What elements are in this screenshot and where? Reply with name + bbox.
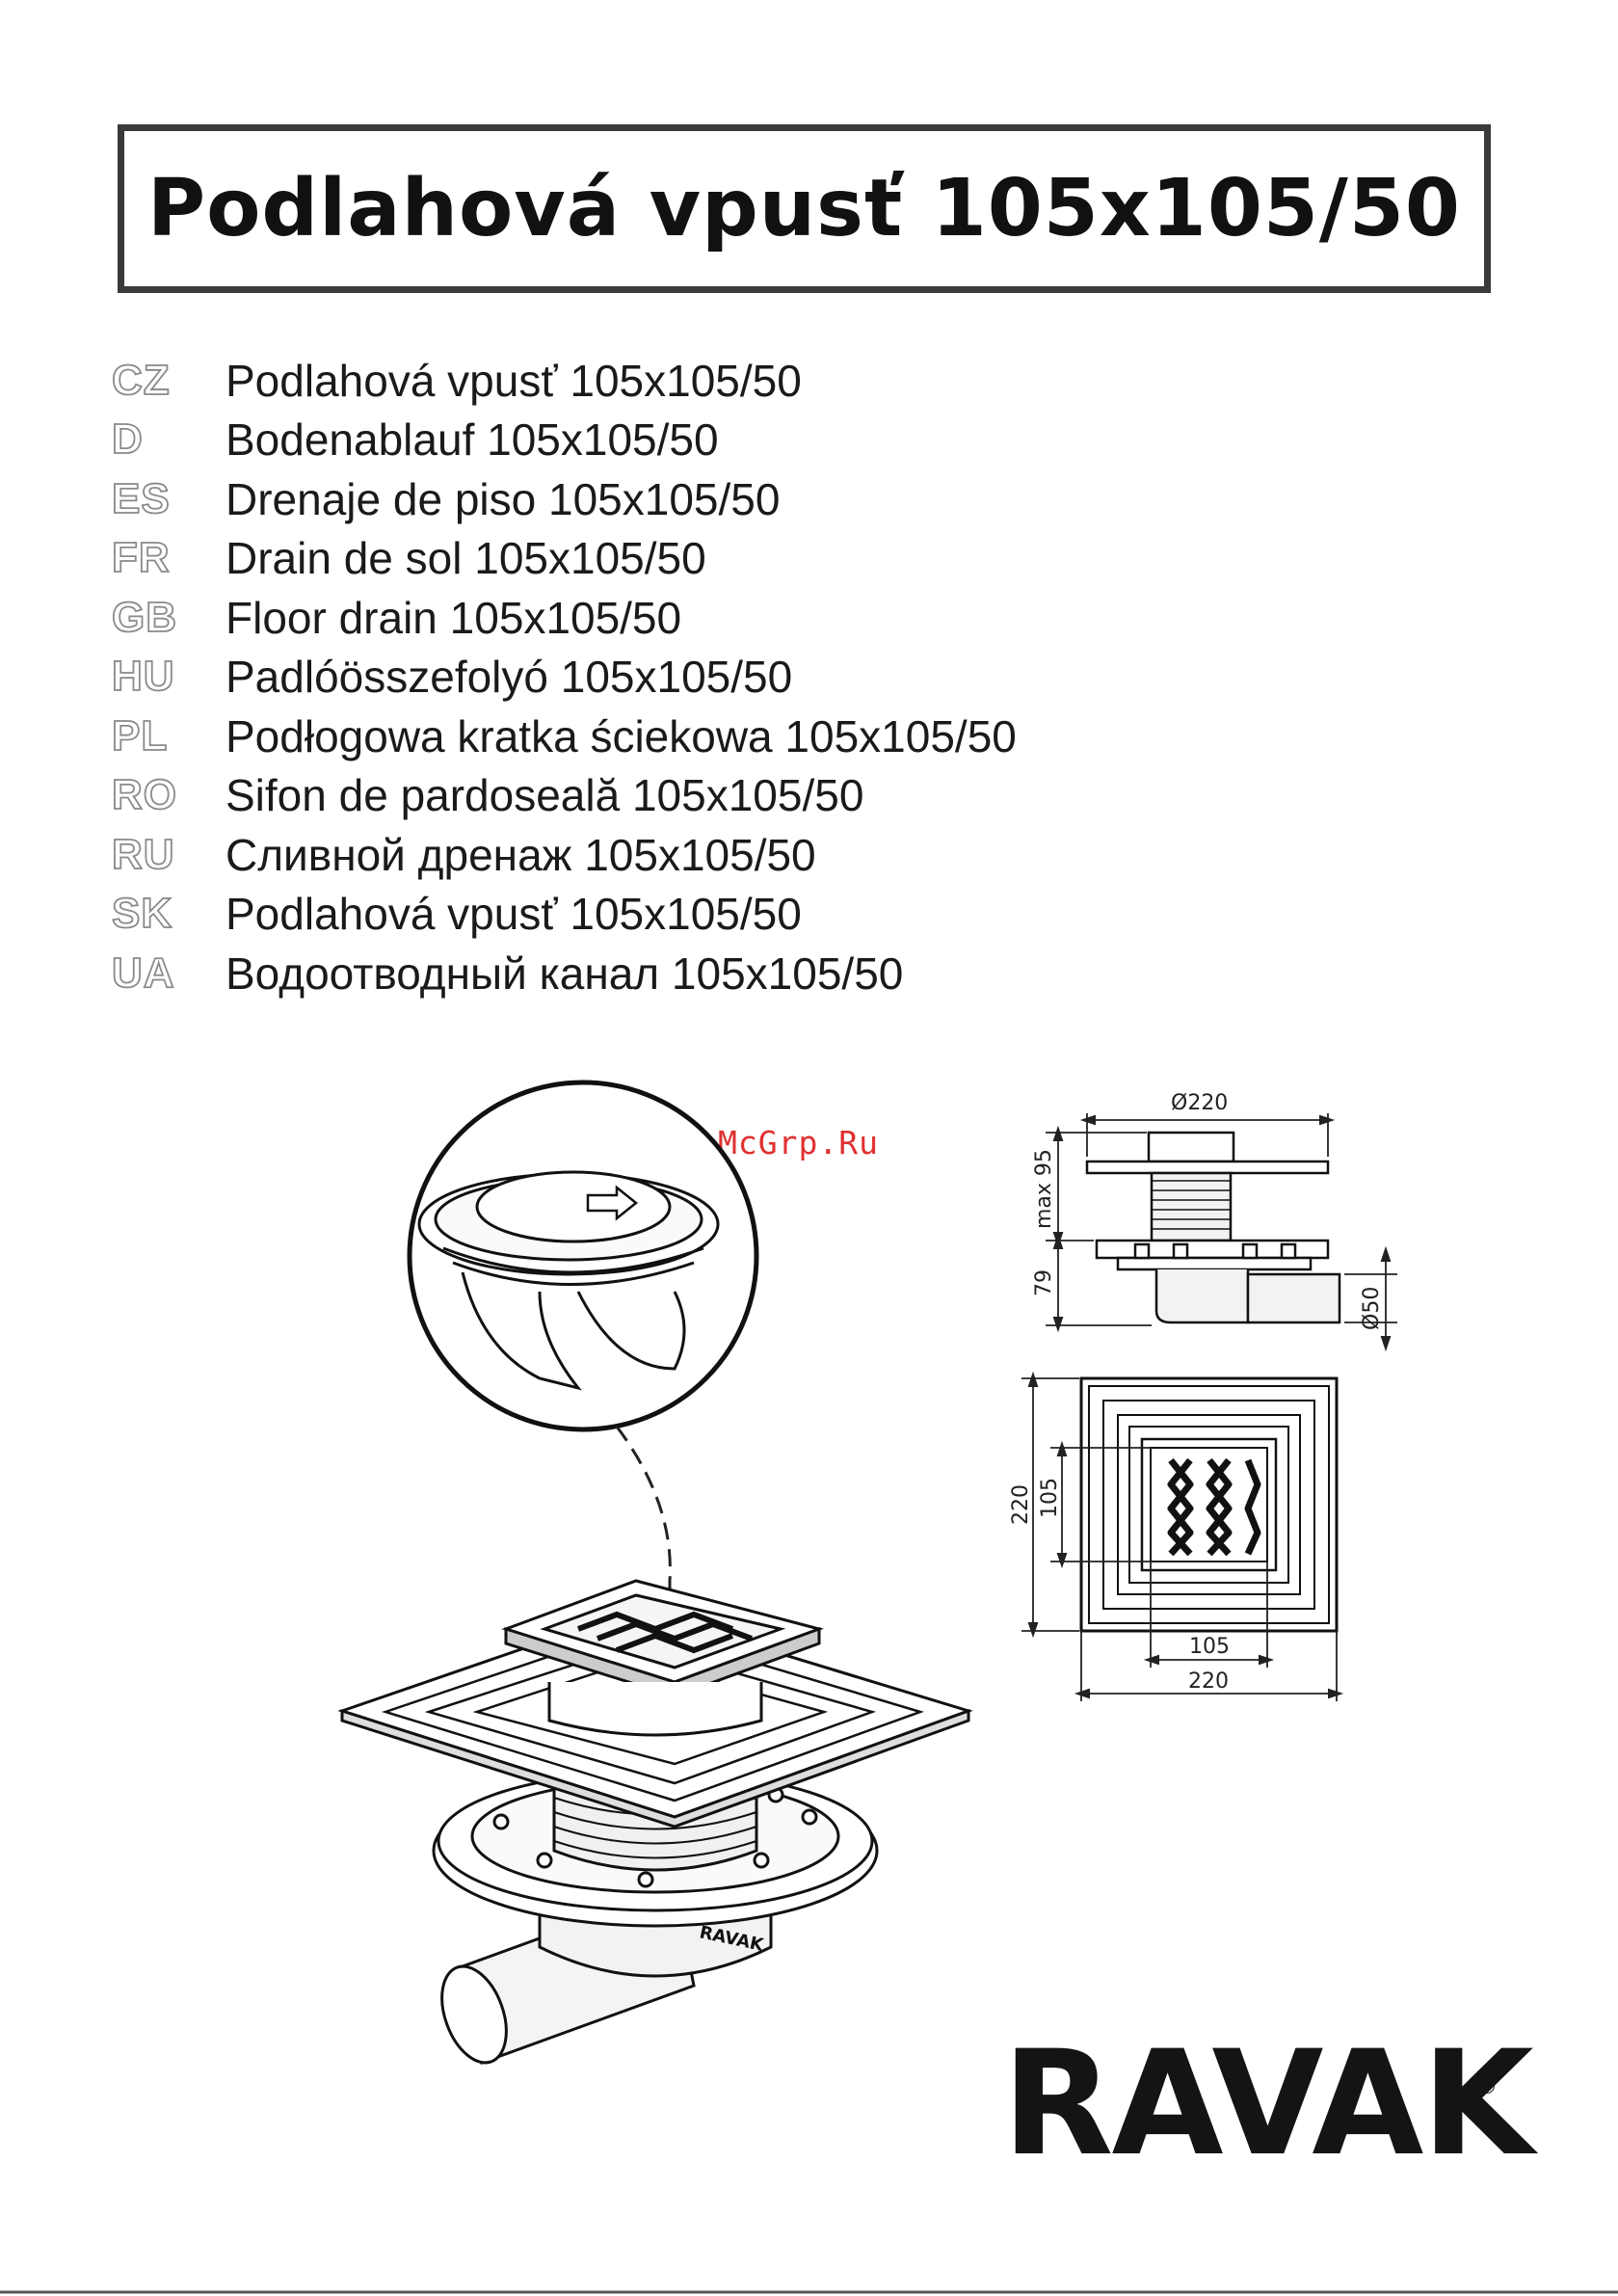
language-row-gb: GB Floor drain 105x105/50 [111, 588, 1017, 648]
language-row-es: ES Drenaje de piso 105x105/50 [111, 469, 1017, 529]
top-dimension-lines [1021, 1371, 1344, 1701]
document-title: Podlahová vpusť 105x105/50 [147, 163, 1461, 254]
language-code: ES [111, 474, 171, 523]
dim-side-max-height: max 95 [1032, 1149, 1056, 1229]
product-name: Сливной дренаж 105x105/50 [225, 829, 816, 880]
language-code: UA [111, 948, 175, 998]
language-code: CZ [111, 356, 171, 405]
product-name: Bodenablauf 105x105/50 [225, 414, 719, 466]
dim-side-diameter: Ø220 [1171, 1091, 1228, 1115]
language-row-pl: PL Podłogowa kratka ściekowa 105x105/50 [111, 707, 1017, 766]
language-code: SK [111, 889, 173, 938]
language-code: PL [111, 711, 169, 761]
dim-side-outlet: Ø50 [1360, 1287, 1384, 1330]
language-code: FR [111, 533, 171, 582]
product-name: Podlahová vpusť 105x105/50 [225, 355, 802, 406]
language-code: GB [111, 593, 177, 642]
language-row-cz: CZ Podlahová vpusť 105x105/50 [111, 351, 1017, 411]
language-row-ua: UA Водоотводный канал 105x105/50 [111, 944, 1017, 1003]
language-row-ro: RO Sifon de pardoseală 105x105/50 [111, 766, 1017, 826]
dim-top-inner-horizontal: 105 [1189, 1635, 1230, 1659]
language-code: RU [111, 830, 175, 879]
drain-isometric: RAVAK [337, 1579, 973, 2066]
product-name: Drenaje de piso 105x105/50 [225, 473, 781, 524]
top-plan [1079, 1376, 1339, 1633]
dim-side-body-height: 79 [1032, 1269, 1056, 1296]
dim-top-outer-horizontal: 220 [1188, 1669, 1229, 1694]
language-row-hu: HU Padlóösszefolyó 105x105/50 [111, 648, 1017, 707]
language-row-sk: SK Podlahová vpusť 105x105/50 [111, 885, 1017, 945]
product-name: Sifon de pardoseală 105x105/50 [225, 770, 864, 821]
product-name: Водоотводный канал 105x105/50 [225, 948, 904, 999]
registered-mark: ® [1479, 2074, 1496, 2098]
side-dimension-lines [1046, 1113, 1397, 1352]
dim-top-outer-vertical: 220 [1009, 1484, 1033, 1525]
title-box: Podlahová vpusť 105x105/50 [118, 124, 1491, 293]
language-code: D [111, 414, 144, 464]
language-code: HU [111, 652, 175, 701]
watermark-text: McGrp.Ru [718, 1124, 879, 1161]
side-elevation [1085, 1131, 1341, 1324]
language-row-ru: RU Сливной дренаж 105x105/50 [111, 825, 1017, 885]
brand-logo: RAVAK [1002, 2020, 1534, 2188]
detail-magnifier [407, 1080, 759, 1432]
dim-top-inner-vertical: 105 [1038, 1478, 1062, 1518]
language-row-fr: FR Drain de sol 105x105/50 [111, 529, 1017, 589]
language-list: CZ Podlahová vpusť 105x105/50 D Bodenablau… [111, 351, 1017, 1003]
product-name: Drain de sol 105x105/50 [225, 533, 706, 584]
leader-line [615, 1426, 672, 1677]
language-code: RO [111, 770, 177, 819]
language-row-d: D Bodenablauf 105x105/50 [111, 411, 1017, 470]
product-name: Podłogowa kratka ściekowa 105x105/50 [225, 710, 1017, 761]
product-name: Padlóösszefolyó 105x105/50 [225, 652, 793, 703]
product-name: Floor drain 105x105/50 [225, 592, 682, 643]
product-name: Podlahová vpusť 105x105/50 [225, 889, 802, 940]
